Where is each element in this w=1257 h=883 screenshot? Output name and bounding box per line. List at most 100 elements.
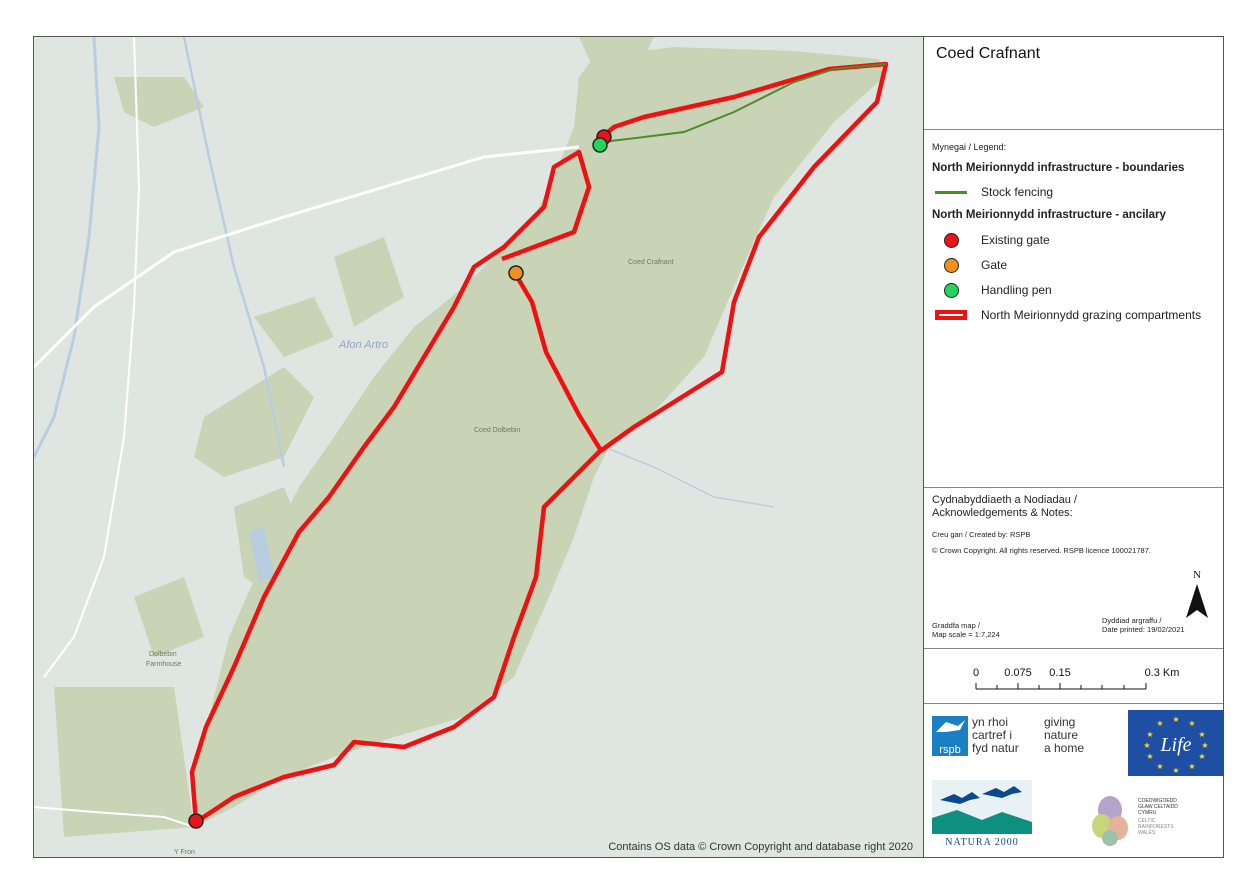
grazing-compartment-symbol — [932, 305, 970, 325]
crw-english-line2: RAINFORESTS — [1138, 824, 1174, 830]
label-coed-crafnant: Coed Crafnant — [628, 259, 674, 266]
label-dolbebin: Dolbebin — [149, 651, 177, 658]
lake — [249, 527, 274, 582]
woodland-west-5 — [334, 237, 404, 327]
legend-group-ancillary: North Meirionnydd infrastructure - ancil… — [932, 209, 1166, 221]
north-arrow-icon: N — [1186, 569, 1208, 618]
notes-section: Cydnabyddiaeth a Nodiadau / Acknowledgem… — [924, 488, 1223, 649]
rspb-english-line2: nature — [1044, 728, 1078, 742]
rspb-welsh-line2: cartref i — [972, 728, 1012, 742]
basemap — [34, 37, 889, 837]
gate-label: Gate — [981, 258, 1008, 272]
legend-item-gate: Gate — [932, 255, 1007, 275]
north-label: N — [1193, 569, 1201, 581]
date-printed: Dyddiad argraffu / Date printed: 19/02/2… — [1102, 616, 1185, 634]
rspb-english-line3: a home — [1044, 741, 1084, 755]
map-scale-welsh: Graddfa map / — [932, 621, 980, 630]
woodland-sw — [54, 687, 194, 837]
rspb-welsh-line1: yn rhoi — [972, 715, 1008, 729]
woodland-mid — [254, 297, 334, 357]
stock-fencing-label: Stock fencing — [981, 185, 1054, 199]
handling-pen-label: Handling pen — [981, 283, 1052, 297]
woodland-west-4 — [134, 577, 204, 657]
copyright-notice: © Crown Copyright. All rights reserved. … — [932, 546, 1151, 555]
map-canvas[interactable]: Coed Crafnant Coed Dolbebin Afon Artro D… — [34, 37, 923, 857]
eu-life-logo: ★★★ ★★★ ★★★ ★★★ Life — [1128, 710, 1224, 776]
natura-wordmark: NATURA 2000 — [945, 837, 1019, 848]
road-2 — [43, 37, 141, 678]
woodland-north — [579, 37, 654, 92]
stream-east — [603, 446, 775, 508]
scalebar-section: 0 0.075 0.15 0.3 Km — [924, 649, 1223, 704]
label-afon-artro: Afon Artro — [339, 339, 389, 351]
crw-english-line1: CELTIC — [1138, 818, 1156, 824]
legend-heading: Mynegai / Legend: — [932, 142, 1007, 152]
river-afon-artro — [34, 37, 101, 458]
created-by: Creu gan / Created by: RSPB — [932, 530, 1031, 539]
gate-marker[interactable] — [508, 265, 524, 281]
natura-2000-logo: NATURA 2000 — [932, 780, 1032, 848]
legend-item-grazing-compartments: North Meirionnydd grazing compartments — [932, 305, 1201, 325]
woodland-west-3 — [234, 487, 304, 597]
rspb-mark: rspb — [939, 744, 960, 756]
existing-gate-symbol — [932, 230, 970, 250]
existing-gate-label: Existing gate — [981, 233, 1050, 247]
scalebar-label-3: 0.3 Km — [1145, 667, 1180, 679]
date-printed-english: Date printed: 19/02/2021 — [1102, 625, 1185, 634]
stock-fence-line — [601, 63, 887, 143]
map-scale-english: Map scale = 1:7,224 — [932, 630, 1000, 639]
crw-welsh-line2: GLAW CELTAIDD — [1138, 804, 1178, 810]
side-panel: Coed Crafnant Mynegai / Legend: North Me… — [923, 37, 1224, 857]
life-wordmark: Life — [1159, 734, 1191, 756]
grazing-compartments-label: North Meirionnydd grazing compartments — [981, 308, 1202, 322]
notes-title: Cydnabyddiaeth a Nodiadau / Acknowledgem… — [932, 494, 1077, 520]
woodland-coed-crafnant — [194, 47, 884, 827]
road-1 — [34, 145, 580, 369]
legend: Mynegai / Legend: North Meirionnydd infr… — [924, 130, 1223, 488]
legend-item-stock-fencing: Stock fencing — [932, 182, 1053, 202]
crw-welsh-line1: COEDWIGOEDD — [1138, 798, 1177, 804]
scalebar: 0 0.075 0.15 0.3 Km — [973, 667, 1180, 690]
scalebar-label-0: 0 — [973, 667, 979, 679]
svg-text:★: ★ — [1172, 766, 1179, 775]
svg-text:★: ★ — [1156, 719, 1163, 728]
legend-group-boundaries: North Meirionnydd infrastructure - bound… — [932, 162, 1185, 174]
road-3 — [34, 806, 195, 828]
celtic-rainforests-wales-logo: COEDWIGOEDD GLAW CELTAIDD CYMRU CELTIC R… — [1092, 796, 1178, 846]
compartment-divider — [514, 273, 602, 451]
existing-gate-marker-south[interactable] — [188, 813, 204, 829]
grazing-compartment-boundary — [189, 61, 889, 825]
rspb-logo: rspb yn rhoi cartref i fyd natur giving … — [932, 715, 1084, 756]
woodland-west-2 — [194, 367, 314, 477]
label-y-fron: Y Fron — [174, 849, 195, 856]
notes-title-welsh: Cydnabyddiaeth a Nodiadau / — [932, 494, 1077, 506]
label-coed-dolbebin: Coed Dolbebin — [474, 427, 521, 434]
title-section: Coed Crafnant — [924, 37, 1223, 130]
logos-section: rspb yn rhoi cartref i fyd natur giving … — [924, 704, 1224, 857]
handling-pen-symbol — [932, 280, 970, 300]
legend-item-handling-pen: Handling pen — [932, 280, 1052, 300]
crw-english-line3: WALES — [1138, 830, 1156, 836]
gate-symbol — [932, 255, 970, 275]
map-title: Coed Crafnant — [936, 45, 1041, 62]
crw-welsh-line3: CYMRU — [1138, 810, 1157, 816]
svg-text:★: ★ — [1146, 752, 1153, 761]
woodland-west-1 — [114, 77, 204, 127]
rspb-welsh-line3: fyd natur — [972, 741, 1019, 755]
stock-fencing-symbol — [932, 182, 970, 202]
handling-pen-marker[interactable] — [592, 137, 608, 153]
label-farmhouse: Farmhouse — [146, 661, 182, 668]
svg-text:★: ★ — [1172, 715, 1179, 724]
river-2 — [182, 37, 286, 468]
os-credit: Contains OS data © Crown Copyright and d… — [608, 841, 913, 853]
svg-text:★: ★ — [1146, 730, 1153, 739]
svg-text:★: ★ — [1198, 730, 1205, 739]
svg-text:★: ★ — [1156, 762, 1163, 771]
legend-item-existing-gate: Existing gate — [932, 230, 1050, 250]
map-scale: Graddfa map / Map scale = 1:7,224 — [932, 621, 1000, 639]
svg-text:★: ★ — [1198, 752, 1205, 761]
map-frame: Coed Crafnant Coed Dolbebin Afon Artro D… — [33, 36, 1224, 858]
scalebar-label-1: 0.075 — [1004, 667, 1032, 679]
svg-text:★: ★ — [1143, 741, 1150, 750]
svg-text:★: ★ — [1201, 741, 1208, 750]
